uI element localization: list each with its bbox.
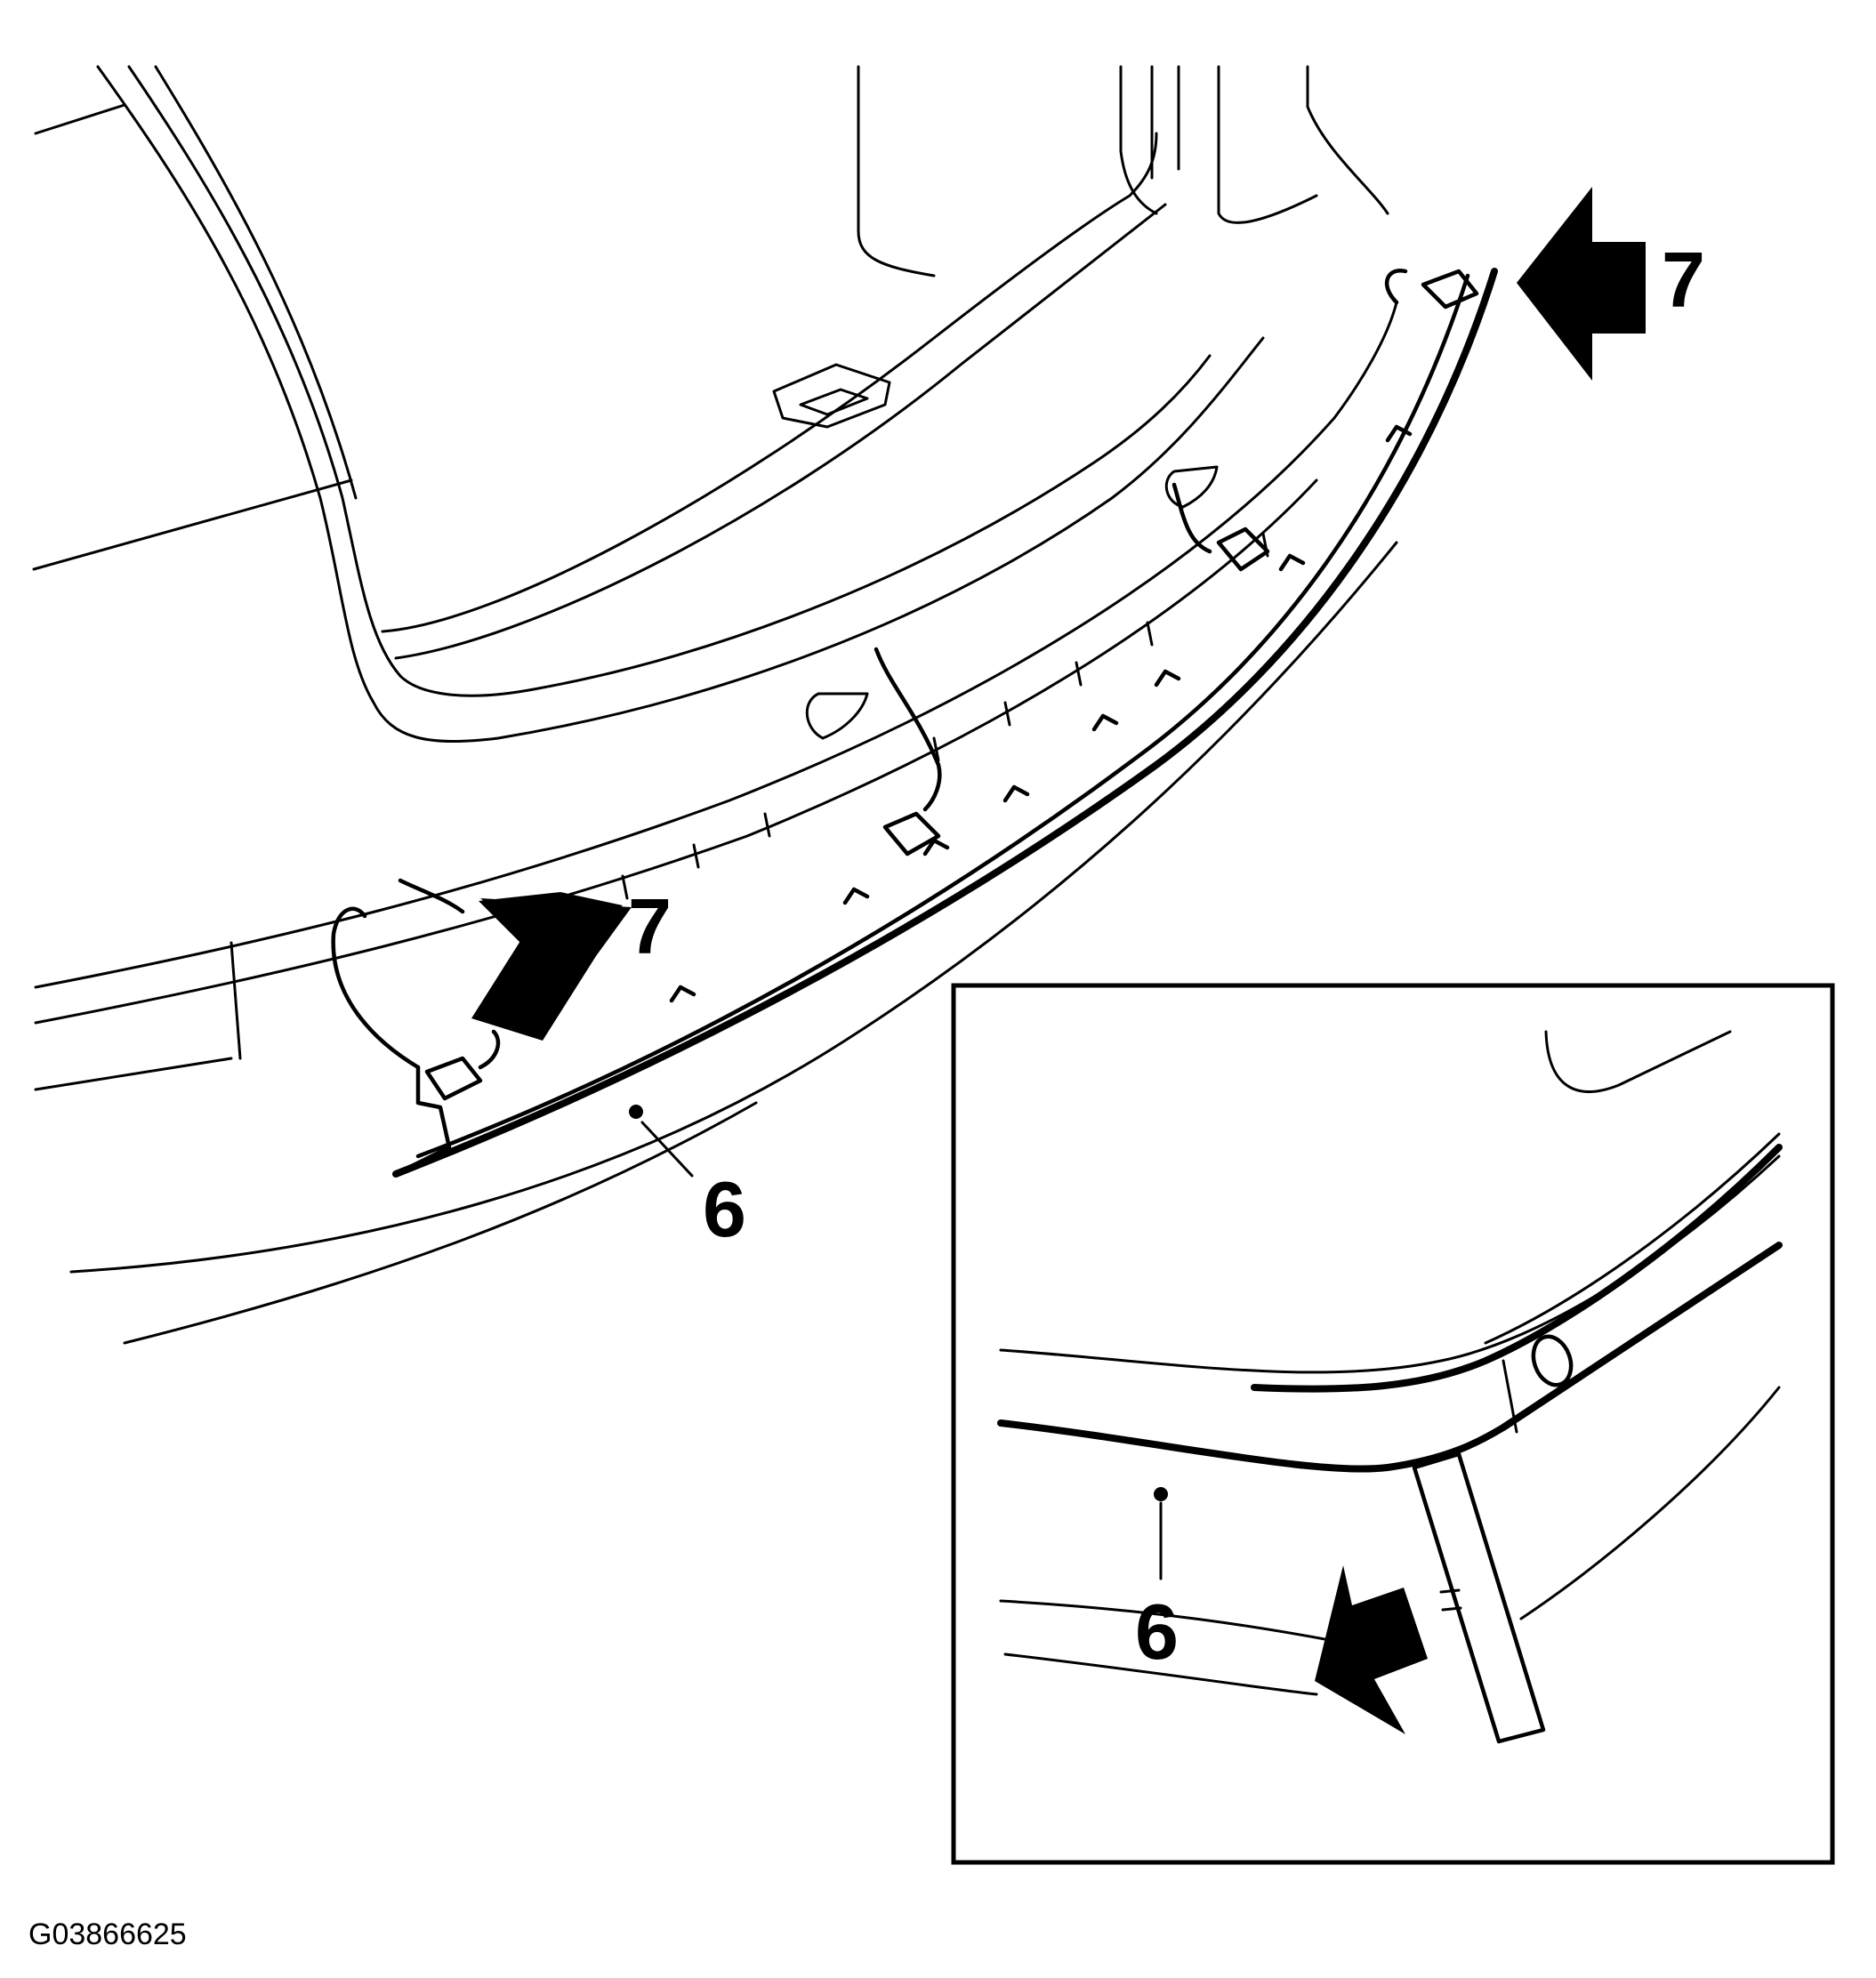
push-arrow-inset-icon	[1315, 1565, 1428, 1734]
leader-dot-inset-icon	[1154, 1487, 1168, 1501]
push-arrow-center-icon	[471, 892, 632, 1041]
trim-strip-main	[392, 268, 1498, 1178]
callout-6-main: 6	[703, 1165, 746, 1253]
callout-7-center: 7	[628, 882, 672, 970]
leader-dot-main-icon	[629, 1105, 643, 1119]
sensor-wiring	[331, 268, 1479, 1101]
callout-7-top-right: 7	[1662, 236, 1705, 324]
figure-code: G03866625	[28, 1918, 187, 1951]
callout-6-inset: 6	[1135, 1588, 1179, 1676]
vehicle-body-outline	[32, 65, 1398, 1345]
push-arrow-top-right-icon	[1517, 187, 1646, 381]
inset-detail-box	[951, 983, 1835, 1865]
